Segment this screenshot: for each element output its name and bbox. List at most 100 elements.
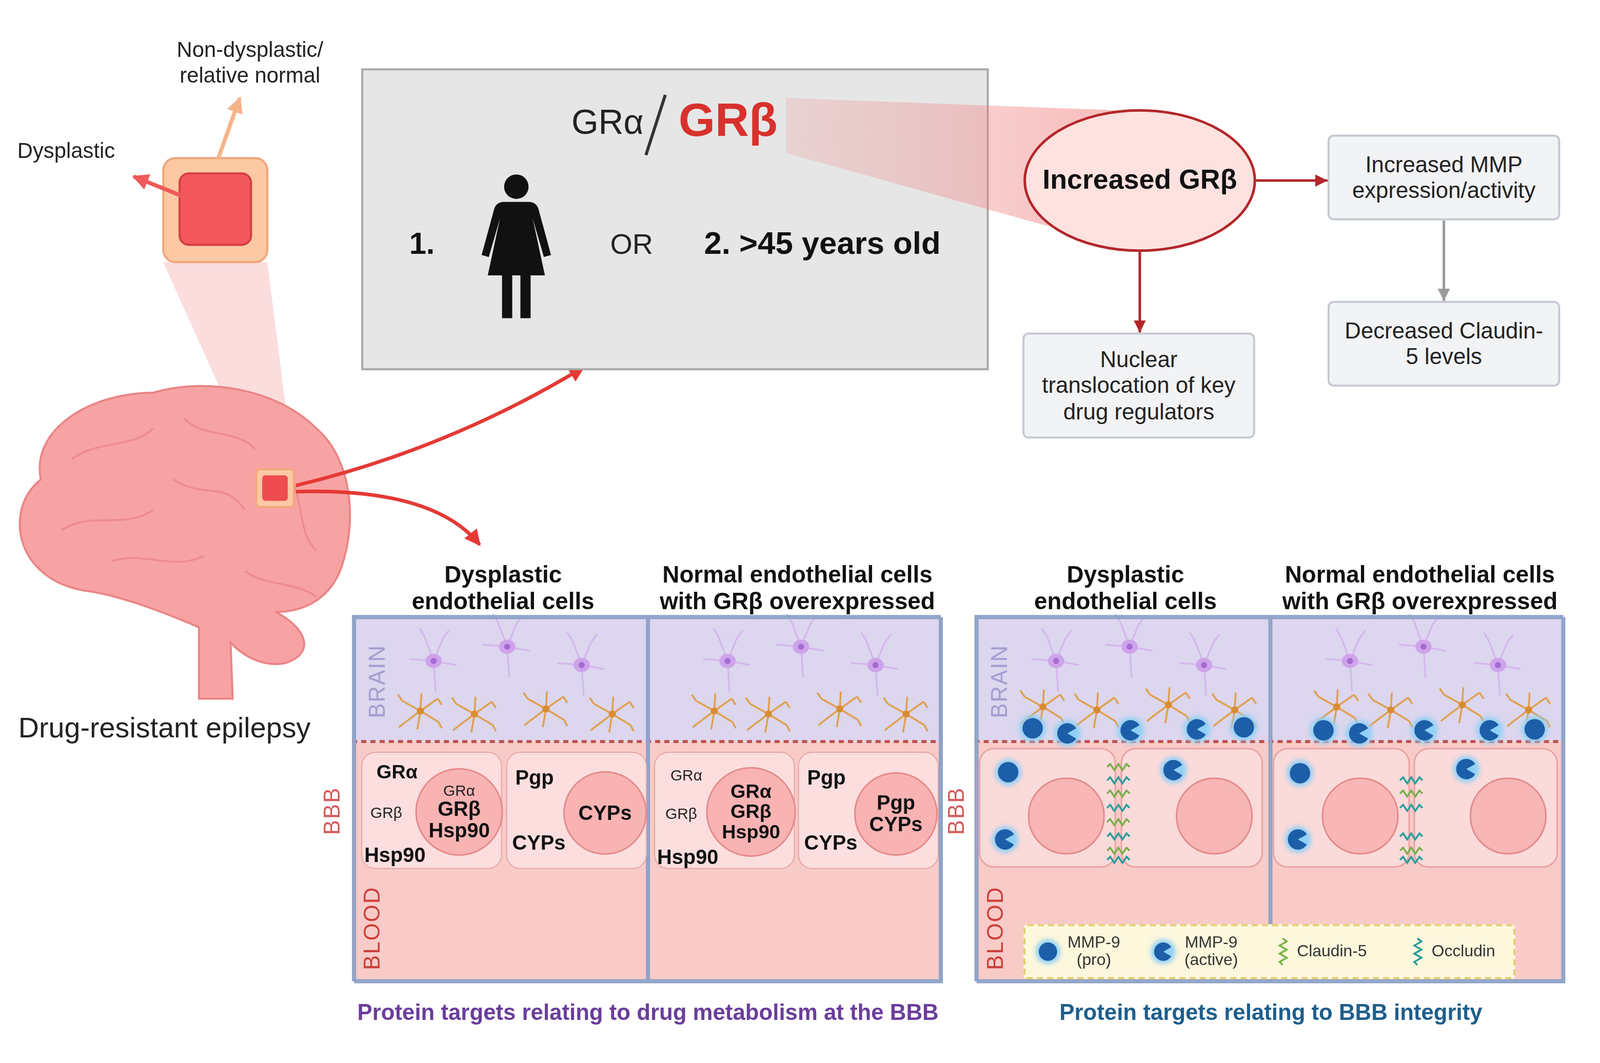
- node-text: CYPs: [869, 814, 923, 836]
- astrocyte-symbol: [745, 697, 790, 734]
- astrocyte-symbol: [523, 692, 568, 728]
- legend-glow: [1035, 939, 1061, 965]
- tight-junction: [1399, 777, 1423, 864]
- occludin-strand: [1399, 857, 1423, 864]
- neuron-symbol: [703, 628, 751, 692]
- node-text: CYPs: [512, 831, 566, 856]
- tissue-spot: [255, 469, 294, 508]
- node-text: GRα: [670, 766, 703, 784]
- connector-arrow: [1138, 251, 1141, 333]
- astrocyte-symbol: [451, 697, 497, 734]
- region-label: BRAIN: [364, 644, 391, 719]
- cell-nucleus: CYPs: [563, 771, 647, 856]
- node-text: Normal endothelial cells with GRβ overex…: [649, 562, 946, 615]
- node-text: Increased MMP expression/activity: [1341, 151, 1547, 204]
- claudin-strand: [1107, 819, 1130, 826]
- mmp9-active-symbol: [1411, 717, 1438, 744]
- claudin-strand: [1399, 847, 1423, 855]
- process-box: Increased MMP expression/activity: [1327, 134, 1561, 221]
- node-text: Dysplastic endothelial cells: [1015, 562, 1236, 615]
- nucleus-outline: [564, 772, 647, 855]
- astrocyte-symbol: [1074, 693, 1119, 729]
- region-label: BLOOD: [982, 886, 1010, 971]
- endothelial-cell: GRαGRβHsp90GRαGRβHsp90: [361, 752, 503, 870]
- neuron-symbol: [1104, 614, 1153, 678]
- mmp9-pro-symbol: [1286, 760, 1314, 787]
- node-text: CYPs: [578, 802, 632, 824]
- subpanel: GRαGRβHsp90GRαGRβHsp90PgpCYPsPgpCYPsNorm…: [647, 617, 943, 984]
- astrocyte-symbol: [589, 697, 635, 734]
- blood-region: [351, 741, 941, 982]
- blood-region: [974, 741, 1564, 982]
- node-text: GRβ: [730, 802, 772, 823]
- node-text: Protein targets relating to BBB integrit…: [954, 999, 1588, 1026]
- cell-nucleus: GRαGRβHsp90: [415, 768, 504, 857]
- figure-label: Non-dysplastic/ relative normal: [163, 36, 337, 89]
- tissue-inner: [179, 173, 251, 245]
- cell-nucleus: PgpCYPs: [854, 772, 938, 857]
- claudin-strand: [1399, 791, 1423, 798]
- neuron-symbol: [776, 614, 824, 678]
- legend-text: Occludin: [1431, 943, 1496, 961]
- claudin-strand: [1107, 847, 1130, 855]
- legend-box: MMP-9 (pro)MMP-9 (active)Claudin-5Occlud…: [1023, 924, 1516, 980]
- endothelial-cell: [1273, 748, 1410, 868]
- astrocyte-symbol: [1439, 687, 1485, 724]
- neuron-symbol: [557, 632, 605, 696]
- node-text: Hsp90: [721, 822, 780, 843]
- zoom-arrow: [295, 491, 480, 545]
- region-label: BRAIN: [986, 644, 1014, 719]
- mmp9-active-symbol: [1346, 720, 1373, 747]
- node-text: GRβ: [437, 798, 481, 821]
- connector-arrow: [1442, 220, 1446, 302]
- cell-nucleus: GRαGRβHsp90: [705, 767, 796, 858]
- cell-nucleus: [1028, 778, 1104, 855]
- occludin-strand: [1107, 804, 1130, 812]
- astrocyte-symbol: [398, 694, 443, 730]
- legend-text: Claudin-5: [1296, 943, 1367, 961]
- legend-symbol: [1033, 926, 1063, 978]
- occludin-symbol: [1414, 938, 1422, 966]
- mmp9-active-symbol: [1154, 942, 1172, 962]
- node-text: Normal endothelial cells with GRβ overex…: [1271, 562, 1568, 615]
- mmp9-pro-symbol: [1019, 715, 1046, 742]
- node-text: GRα: [443, 782, 476, 799]
- ratio-slash: [645, 94, 666, 155]
- nucleus-outline: [706, 767, 796, 857]
- process-box: Nuclear translocation of key drug regula…: [1022, 332, 1256, 439]
- occludin-strand: [1107, 777, 1130, 784]
- neuron-symbol: [1325, 628, 1373, 692]
- node-text: Pgp: [876, 793, 916, 815]
- endothelial-cell: [1121, 748, 1263, 868]
- neuron-symbol: [1473, 632, 1521, 696]
- brain-outline: [20, 386, 351, 700]
- figure-label: Dysplastic: [17, 137, 115, 164]
- node-text: GRα: [730, 781, 772, 803]
- node-text: GRα: [571, 102, 644, 143]
- leader-arrow: [133, 176, 182, 196]
- node-text: Pgp: [806, 766, 846, 790]
- brain-gyri: [61, 418, 316, 598]
- astrocyte-symbol: [692, 694, 737, 730]
- ellipse-outline: [1024, 110, 1256, 251]
- neuron-symbol: [482, 614, 530, 678]
- neuron-symbol: [1179, 632, 1227, 696]
- node-text: Hsp90: [364, 843, 426, 868]
- node-text: Decreased Claudin-5 levels: [1341, 318, 1547, 370]
- claudin-strand: [1107, 764, 1130, 771]
- endothelial-cell: CYPsPgpCYPs: [506, 752, 648, 870]
- bbb-boundary: [351, 740, 941, 744]
- endothelial-cell: [979, 748, 1116, 868]
- outcome-ellipse: Increased GRβ: [1023, 109, 1257, 252]
- tissue-spot-core: [262, 475, 288, 502]
- cell-nucleus: [1470, 778, 1546, 855]
- node-text: Dysplastic endothelial cells: [393, 562, 614, 615]
- zoom-arrow: [295, 367, 584, 486]
- node-text: Hsp90: [428, 820, 490, 842]
- tissue-outer: [163, 157, 268, 263]
- panel-group: GRαGRβHsp90GRαGRβHsp90CYPsPgpCYPsDysplas…: [351, 615, 941, 982]
- occludin-strand: [1399, 804, 1423, 812]
- node-text: GRα: [376, 761, 418, 784]
- region-label: BBB: [943, 787, 971, 836]
